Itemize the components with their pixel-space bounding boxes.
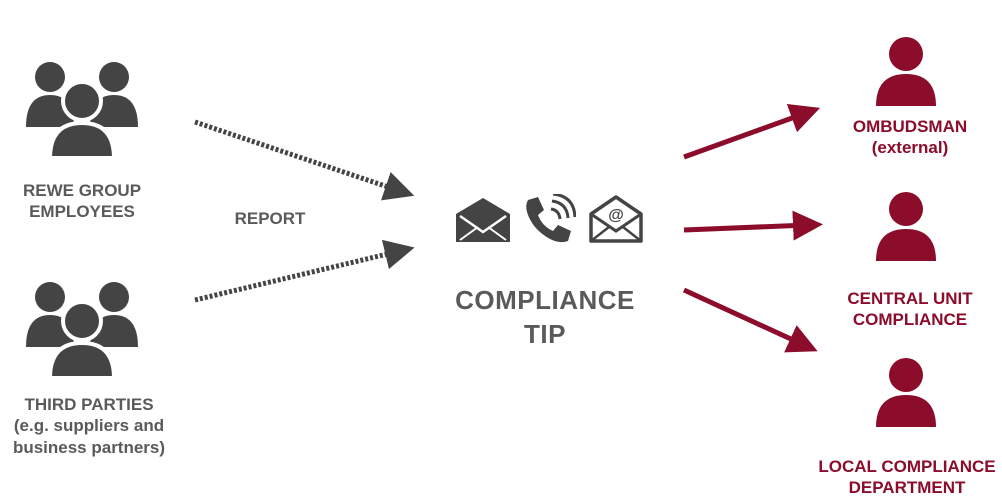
source-label-third-parties: THIRD PARTIES (e.g. suppliers and busine… [0,394,178,458]
source-label-line: THIRD PARTIES [24,395,154,414]
arrow-tip-to-ombudsman [683,103,821,160]
flow-label-report: REPORT [234,209,306,228]
hub-label-line: TIP [524,318,566,349]
user-group-icon [26,62,138,160]
recipient-label-line: (external) [871,138,949,158]
arrow-third-parties-to-tip [194,239,415,303]
recipient-label-line: OMBUDSMAN [852,117,968,136]
source-label-line: (e.g. suppliers and [13,416,165,436]
hub-label-line: COMPLIANCE [455,285,635,315]
recipient-label-local-department: LOCAL COMPLIANCE DEPARTMENT [812,456,1002,499]
recipient-label-line: DEPARTMENT [848,478,966,498]
open-envelope-icon [456,198,510,242]
source-label-line: EMPLOYEES [29,202,135,222]
source-label-line: business partners) [12,437,166,457]
hub-label-compliance-tip: COMPLIANCE TIP [420,284,670,352]
recipient-label-line: CENTRAL UNIT [847,289,973,308]
arrow-employees-to-tip [194,119,415,201]
source-label-line: REWE GROUP [22,181,142,200]
email-at-icon: @ [589,195,643,243]
phone-icon [526,194,576,243]
recipient-label-line: LOCAL COMPLIANCE [818,457,996,476]
recipient-label-ombudsman: OMBUDSMAN (external) [820,116,1000,159]
person-icon [876,37,936,106]
person-icon [876,358,936,427]
source-label-employees: REWE GROUP EMPLOYEES [0,180,164,223]
user-group-icon [26,282,138,380]
arrow-tip-to-central-unit [683,210,823,241]
svg-text:@: @ [608,207,624,224]
person-icon [876,192,936,261]
arrow-tip-to-local-department [682,287,818,353]
recipient-label-line: COMPLIANCE [852,310,968,330]
recipient-label-central-unit: CENTRAL UNIT COMPLIANCE [820,288,1000,331]
